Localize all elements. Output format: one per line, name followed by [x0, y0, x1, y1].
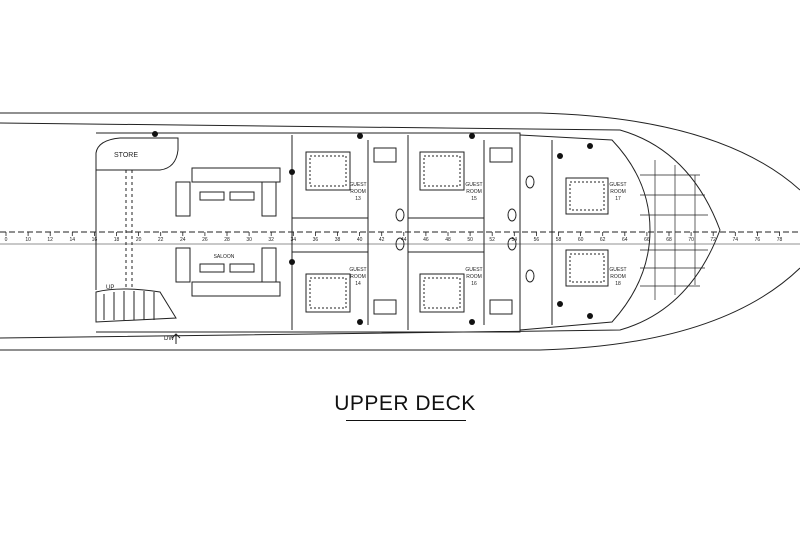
cabin-walls — [291, 135, 553, 330]
frame-number: 40 — [357, 237, 363, 243]
guest-room-label-14: ROOM — [350, 274, 366, 280]
deck-edge — [0, 122, 721, 339]
guest-room-labels: GUESTROOM13GUESTROOM14GUESTROOM15GUESTRO… — [349, 182, 626, 287]
frame-number: 76 — [755, 237, 761, 243]
guest-room-label-17: GUEST — [609, 182, 626, 188]
frame-number: 0 — [5, 237, 8, 243]
frame-number: 68 — [666, 237, 672, 243]
frame-number: 74 — [733, 237, 739, 243]
superstructure-wall — [96, 132, 521, 333]
store-label: STORE — [114, 152, 138, 159]
guest-room-label-16: GUEST — [465, 267, 482, 273]
stairway — [95, 288, 181, 344]
frame-number: 34 — [291, 237, 297, 243]
guest-room-label-15: ROOM — [466, 189, 482, 195]
frame-number: 78 — [777, 237, 783, 243]
frame-number: 24 — [180, 237, 186, 243]
saloon-seating-top — [175, 167, 281, 217]
guest-room-label-18: ROOM — [610, 274, 626, 280]
stair-up-label: UP — [106, 285, 114, 291]
guest-room-label-14: GUEST — [349, 267, 366, 273]
forward-bulkhead — [519, 134, 651, 331]
frame-number: 12 — [47, 237, 53, 243]
frame-number: 66 — [644, 237, 650, 243]
frame-number: 28 — [224, 237, 230, 243]
frame-number: 54 — [512, 237, 518, 243]
guest-room-label-13: GUEST — [349, 182, 366, 188]
store-room — [95, 137, 179, 171]
frame-number: 58 — [556, 237, 562, 243]
bathroom-fixtures — [373, 147, 535, 315]
frame-number: 42 — [379, 237, 385, 243]
guest-room-label-18: GUEST — [609, 267, 626, 273]
guest-room-label-15: GUEST — [465, 182, 482, 188]
frame-number: 62 — [600, 237, 606, 243]
frame-number: 48 — [445, 237, 451, 243]
guest-room-label-13: 13 — [355, 196, 361, 202]
frame-number: 52 — [489, 237, 495, 243]
frame-number: 72 — [710, 237, 716, 243]
doors — [152, 131, 593, 325]
deck-title: UPPER DECK — [334, 392, 476, 415]
frame-number: 30 — [246, 237, 252, 243]
bed — [419, 273, 465, 313]
frame-number: 18 — [114, 237, 120, 243]
deck-title-underline — [346, 420, 466, 421]
frame-number: 16 — [92, 237, 98, 243]
guest-room-label-13: ROOM — [350, 189, 366, 195]
frame-scale: 0 10 12 14 16 18 20 22 24 26 28 30 32 34 36 38 40 42 44 46 4… — [5, 232, 783, 243]
frame-number: 56 — [534, 237, 540, 243]
frame-number: 44 — [401, 237, 407, 243]
guest-room-label-17: ROOM — [610, 189, 626, 195]
hull-outline — [0, 112, 800, 351]
forward-deck-grid — [640, 160, 708, 300]
saloon-label: SALOON — [214, 254, 235, 260]
frame-number: 50 — [467, 237, 473, 243]
frame-number: 32 — [268, 237, 274, 243]
frame-number: 70 — [688, 237, 694, 243]
guest-room-label-17: 17 — [615, 196, 621, 202]
bed — [305, 273, 351, 313]
bed — [305, 151, 351, 191]
bed — [565, 249, 609, 287]
frame-number: 14 — [70, 237, 76, 243]
guest-room-label-16: ROOM — [466, 274, 482, 280]
bed — [419, 151, 465, 191]
stair-down-label: DW — [164, 336, 174, 342]
bed — [565, 177, 609, 215]
frame-number: 46 — [423, 237, 429, 243]
guest-room-label-16: 16 — [471, 281, 477, 287]
frame-number: 20 — [136, 237, 142, 243]
frame-number: 22 — [158, 237, 164, 243]
frame-number: 10 — [25, 237, 31, 243]
guest-room-label-18: 18 — [615, 281, 621, 287]
guest-room-label-14: 14 — [355, 281, 361, 287]
saloon-seating-bottom — [175, 247, 281, 297]
frame-number: 36 — [313, 237, 319, 243]
frame-number: 64 — [622, 237, 628, 243]
guest-room-label-15: 15 — [471, 196, 477, 202]
frame-number: 60 — [578, 237, 584, 243]
frame-number: 38 — [335, 237, 341, 243]
frame-number: 26 — [202, 237, 208, 243]
